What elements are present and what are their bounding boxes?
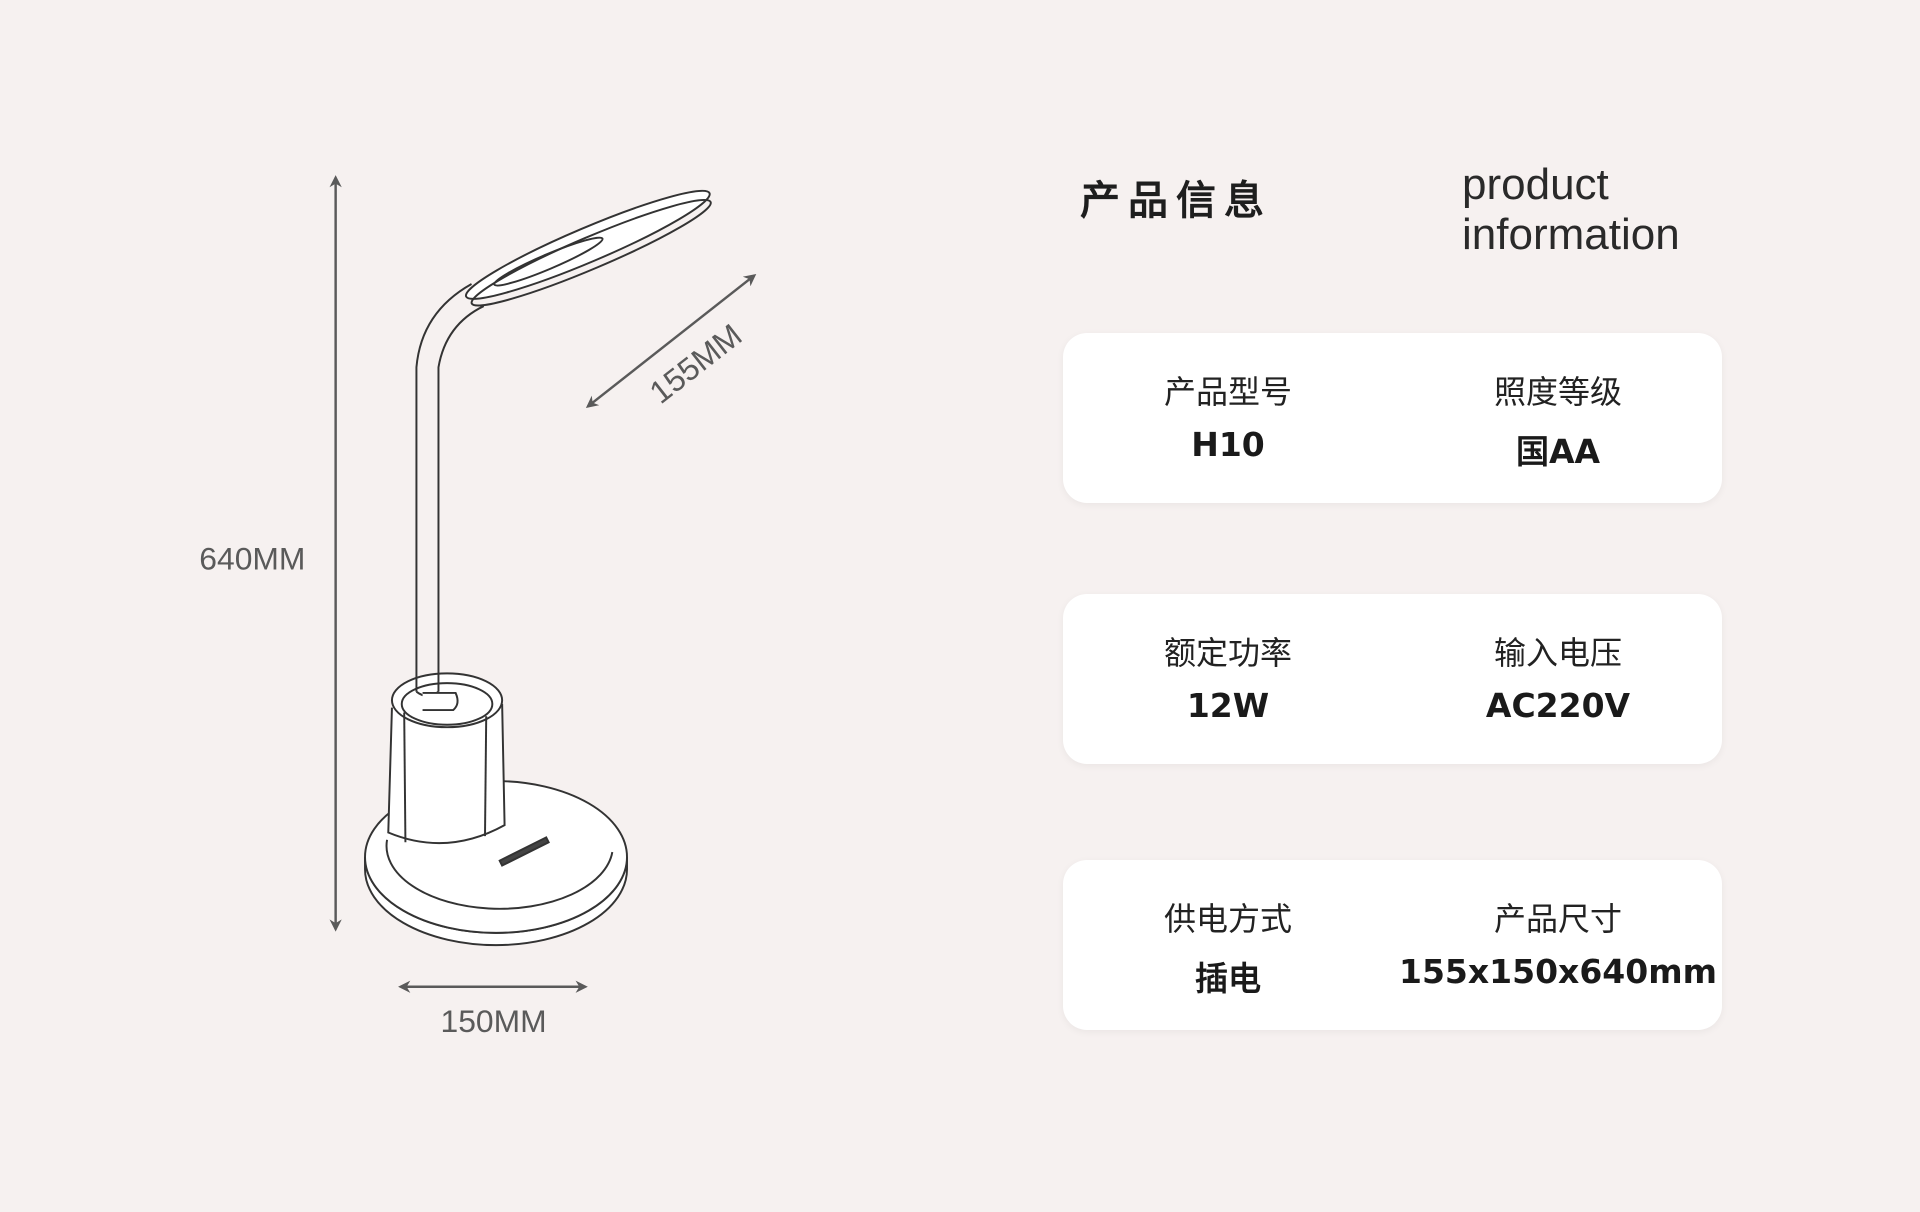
spec-value: H10 [1191,425,1265,464]
height-label: 640MM [199,540,305,576]
spec-label: 供电方式 [1163,900,1292,938]
width-label: 150MM [440,1003,546,1039]
spec-power-supply: 供电方式 插电 [1063,860,1393,1030]
spec-value: 插电 [1195,959,1261,998]
section-title-cn: 产品信息 [1080,178,1272,224]
lamp-illustration [364,189,712,947]
spec-label: 产品型号 [1163,373,1292,411]
title-en-line1: product [1462,160,1609,209]
spec-value: 国AA [1515,432,1601,471]
spec-voltage: 输入电压 AC220V [1393,594,1723,764]
title-en-line2: information [1462,210,1680,259]
spec-card: 产品型号 H10 照度等级 国AA [1063,333,1722,503]
spec-label: 额定功率 [1163,634,1292,672]
spec-label: 照度等级 [1493,373,1622,411]
spec-label: 输入电压 [1493,634,1622,672]
spec-label: 产品尺寸 [1493,900,1622,938]
head-dimension-arrow [585,273,757,408]
section-title-en: product information [1462,160,1680,260]
spec-model: 产品型号 H10 [1063,333,1393,503]
spec-illuminance: 照度等级 国AA [1393,333,1723,503]
spec-card: 供电方式 插电 产品尺寸 155x150x640mm [1063,860,1722,1030]
spec-value: 155x150x640mm [1399,952,1717,991]
spec-size: 产品尺寸 155x150x640mm [1393,860,1723,1030]
spec-power: 额定功率 12W [1063,594,1393,764]
spec-card: 额定功率 12W 输入电压 AC220V [1063,594,1722,764]
head-label: 155MM [643,317,749,411]
spec-value: AC220V [1485,686,1631,725]
spec-value: 12W [1186,686,1270,725]
